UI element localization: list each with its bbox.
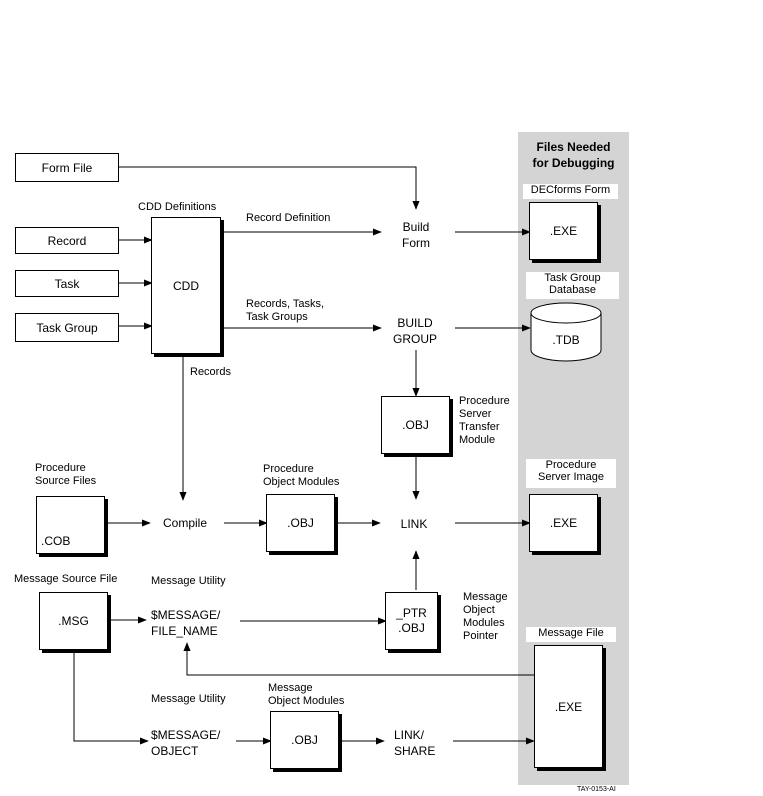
message-utility-label-2: Message Utility xyxy=(151,693,226,705)
cdd-definitions-heading: CDD Definitions xyxy=(138,201,217,213)
link-share-step: LINK/ SHARE xyxy=(394,728,436,758)
msg-source-box: .MSG xyxy=(39,592,108,650)
message-source-file-label: Message Source File xyxy=(14,573,118,585)
build-form-step: Build Form xyxy=(402,220,430,250)
procedure-object-modules-label: Procedure Object Modules xyxy=(263,463,340,488)
message-file-name-step: $MESSAGE/ FILE_NAME xyxy=(151,608,221,638)
cob-label: .COB xyxy=(41,534,71,548)
message-object-modules-pointer-label: Message Object Modules Pointer xyxy=(463,591,508,642)
form-file-box: Form File xyxy=(15,153,119,182)
records-tasks-groups-label: Records, Tasks, Task Groups xyxy=(246,298,325,323)
record-definition-label: Record Definition xyxy=(246,212,331,224)
debug-panel-title: Files Needed for Debugging xyxy=(532,140,615,170)
message-object-modules-label: Message Object Modules xyxy=(268,682,345,707)
tdb-label: .TDB xyxy=(552,333,580,347)
decforms-form-label: DECforms Form xyxy=(523,184,618,199)
records-label: Records xyxy=(190,366,231,378)
arrow-exe-to-filename xyxy=(183,642,535,676)
build-group-step: BUILD GROUP xyxy=(392,316,438,346)
message-exe-box: .EXE xyxy=(534,645,603,768)
figure-code: TAY-0153-AI xyxy=(577,786,616,793)
form-exe-box: .EXE xyxy=(529,202,598,260)
task-box: Task xyxy=(15,270,119,297)
arrow-formfile-to-buildform xyxy=(119,166,420,210)
transfer-module-label: Procedure Server Transfer Module xyxy=(459,395,510,446)
link-step: LINK xyxy=(400,517,428,531)
tdb-cylinder xyxy=(530,302,602,362)
procedure-obj-box: .OBJ xyxy=(266,494,335,552)
transfer-module-obj-box: .OBJ xyxy=(381,396,450,454)
arrow-msg-to-object xyxy=(73,652,149,745)
task-group-database-label: Task Group Database xyxy=(526,272,619,299)
procedure-source-files-label: Procedure Source Files xyxy=(35,462,97,487)
message-utility-label-1: Message Utility xyxy=(151,575,226,587)
cdd-box: CDD xyxy=(151,217,221,354)
message-file-label: Message File xyxy=(526,627,616,642)
task-group-box: Task Group xyxy=(15,313,119,342)
message-obj-box: .OBJ xyxy=(270,711,339,769)
compile-step: Compile xyxy=(162,516,208,530)
message-object-step: $MESSAGE/ OBJECT xyxy=(151,728,221,758)
ptr-obj-box: _PTR .OBJ xyxy=(385,592,438,650)
record-box: Record xyxy=(15,227,119,254)
procedure-server-image-label: Procedure Server Image xyxy=(526,459,616,488)
server-exe-box: .EXE xyxy=(529,494,598,552)
cob-source-box: .COB xyxy=(36,496,105,554)
